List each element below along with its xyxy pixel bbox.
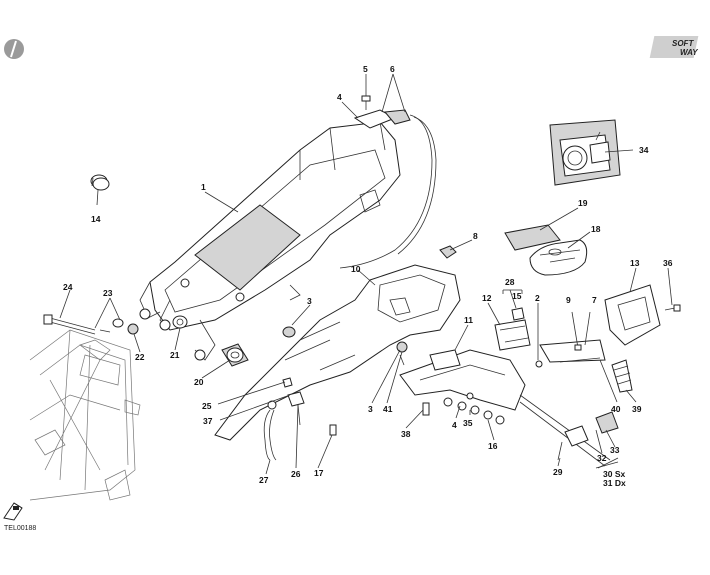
callout-20: 20 xyxy=(194,377,204,387)
callout-19: 19 xyxy=(578,198,588,208)
clip-ring-part xyxy=(90,174,110,191)
callout-29: 29 xyxy=(553,467,563,477)
callout-4-upper: 4 xyxy=(337,92,342,102)
callout-24: 24 xyxy=(63,282,73,292)
brand-logo: SOFT WAY xyxy=(649,36,699,58)
indicator-parts xyxy=(557,411,619,461)
callout-23: 23 xyxy=(103,288,113,298)
callout-16: 16 xyxy=(488,441,498,451)
callout-3-lower: 3 xyxy=(368,404,373,414)
plate-holder-part xyxy=(604,284,681,346)
license-bracket-parts xyxy=(399,307,611,467)
callout-28-bracket xyxy=(502,289,523,294)
callout-11: 11 xyxy=(464,315,473,325)
callout-27: 27 xyxy=(259,475,269,485)
callout-10: 10 xyxy=(351,264,361,274)
callout-5: 5 xyxy=(363,64,368,74)
harness-parts xyxy=(263,377,337,461)
callout-25: 25 xyxy=(202,401,212,411)
callout-35: 35 xyxy=(463,418,473,428)
nut-part xyxy=(439,245,457,259)
callout-4-lower: 4 xyxy=(452,420,457,430)
callout-15: 15 xyxy=(512,291,522,301)
tool-pouch-part xyxy=(529,239,588,276)
top-clamp-cable-part xyxy=(339,95,437,269)
callout-6: 6 xyxy=(390,64,395,74)
callout-22: 22 xyxy=(135,352,145,362)
callout-34: 34 xyxy=(639,145,649,155)
small-screws-spring-parts xyxy=(571,311,633,393)
control-unit-part xyxy=(549,119,621,186)
grommet-parts xyxy=(282,326,408,353)
callout-21: 21 xyxy=(170,350,180,360)
callout-33: 33 xyxy=(610,445,620,455)
callout-38: 38 xyxy=(401,429,411,439)
rear-subframe-part xyxy=(139,121,401,361)
drawing-code: TEL00188 xyxy=(4,525,36,532)
callout-17: 17 xyxy=(314,468,324,478)
callout-31: 31 Dx xyxy=(603,478,626,488)
leader-lines xyxy=(59,73,673,475)
callout-28: 28 xyxy=(505,277,515,287)
callout-9: 9 xyxy=(566,295,571,305)
callout-14: 14 xyxy=(91,214,101,224)
brand-logo-line-1: SOFT xyxy=(672,39,694,48)
callout-40: 40 xyxy=(611,404,621,414)
undertray-part xyxy=(214,264,461,441)
section-icon xyxy=(4,39,24,59)
callout-labels: 1 2 3 3 4 4 5 6 7 8 9 10 11 12 13 14 15 … xyxy=(63,64,673,488)
callout-26: 26 xyxy=(291,469,301,479)
page-pointer-icon xyxy=(3,502,23,521)
callout-37: 37 xyxy=(203,416,213,426)
callout-12: 12 xyxy=(482,293,492,303)
callout-7: 7 xyxy=(592,295,597,305)
callout-30-31-bracket xyxy=(595,461,619,469)
bolt-cluster-parts xyxy=(399,354,505,425)
flat-pad-part xyxy=(504,224,561,251)
callout-36: 36 xyxy=(663,258,673,268)
callout-39: 39 xyxy=(632,404,642,414)
callout-3-upper: 3 xyxy=(307,296,312,306)
callout-32: 32 xyxy=(597,453,607,463)
callout-13: 13 xyxy=(630,258,640,268)
callout-18: 18 xyxy=(591,224,601,234)
callout-8: 8 xyxy=(473,231,478,241)
callout-41: 41 xyxy=(383,404,393,414)
main-frame-ghost xyxy=(29,329,141,501)
callout-1: 1 xyxy=(201,182,206,192)
brand-logo-line-2: WAY xyxy=(680,48,698,57)
left-fasteners-parts xyxy=(43,314,249,367)
callout-2: 2 xyxy=(535,293,540,303)
callout-30: 30 Sx xyxy=(603,469,625,479)
